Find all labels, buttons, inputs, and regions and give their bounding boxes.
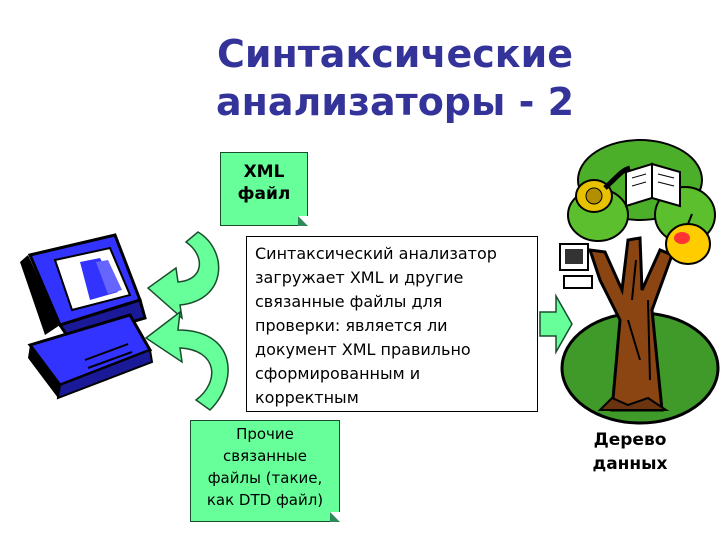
tree-label-line-1: Дерево <box>593 430 667 450</box>
title-line-2: анализаторы - 2 <box>215 80 575 124</box>
monitor-icon <box>559 243 593 289</box>
arrow-other-to-computer <box>144 310 229 411</box>
other-files-note: Прочие связанные файлы (такие, как DTD ф… <box>190 420 340 522</box>
arrow-xml-to-computer <box>146 231 220 320</box>
apple-icon <box>665 213 711 265</box>
desc-line: корректным <box>255 388 359 407</box>
computer-icon <box>20 233 154 400</box>
desc-line: связанные файлы для <box>255 292 443 311</box>
other-note-line-4: как DTD файл) <box>206 491 324 509</box>
slide-title: Синтаксические анализаторы - 2 <box>180 30 610 126</box>
other-note-line-2: связанные <box>223 447 307 465</box>
xml-note-line-1: XML <box>243 162 285 182</box>
desc-line: проверки: является ли <box>255 316 448 335</box>
page-fold-icon <box>298 216 308 226</box>
other-note-line-3: файлы (такие, <box>207 469 323 487</box>
tree-label-line-2: данных <box>592 454 668 474</box>
data-tree-label: Дерево данных <box>575 428 685 476</box>
title-line-1: Синтаксические <box>217 32 573 76</box>
desc-line: загружает XML и другие <box>255 268 464 287</box>
desc-line: сформированным и <box>255 364 421 383</box>
parser-description-box: Синтаксический анализатор загружает XML … <box>246 236 538 412</box>
arrow-to-tree <box>539 293 573 355</box>
other-note-line-1: Прочие <box>236 425 294 443</box>
desc-line: Синтаксический анализатор <box>255 244 497 263</box>
page-fold-icon <box>330 512 340 522</box>
xml-file-note: XML файл <box>220 152 308 226</box>
book-icon <box>625 162 681 208</box>
horn-icon <box>575 165 631 213</box>
desc-line: документ XML правильно <box>255 340 471 359</box>
xml-note-line-2: файл <box>237 184 291 204</box>
